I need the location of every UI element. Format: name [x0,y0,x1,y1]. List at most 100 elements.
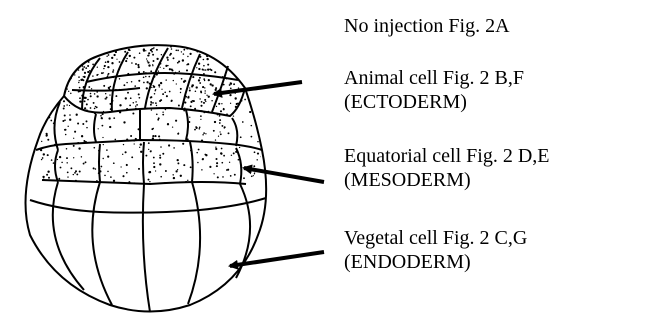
stipple-dot [53,162,55,164]
stipple-dot [110,176,112,178]
stipple-dot [62,86,64,88]
stipple-dot [81,156,82,157]
stipple-dot [184,102,186,104]
stipple-dot [108,54,110,56]
stipple-dot [113,180,115,182]
stipple-dot [42,157,44,159]
stipple-dot [172,174,173,175]
stipple-dot [198,79,200,81]
stipple-dot [46,135,47,136]
stipple-dot [200,119,201,120]
stipple-dot [203,65,205,67]
label-no-injection: No injection Fig. 2A [344,15,510,37]
stipple-dot [228,112,230,114]
stipple-dot [37,93,38,94]
stipple-dot [101,72,103,74]
stipple-dot [132,112,134,114]
stipple-dot [75,170,77,172]
stipple-dot [257,153,259,155]
stipple-dot [187,56,188,57]
stipple-dot [215,115,217,117]
stipple-dot [160,113,161,114]
stipple-dot [128,107,130,109]
stipple-dot [58,98,60,100]
stipple-dot [207,68,209,70]
stipple-dot [104,65,106,67]
stipple-dot [167,123,169,125]
stipple-dot [86,44,88,46]
stipple-dot [165,65,167,67]
stipple-dot [98,128,99,129]
stipple-dot [148,64,150,66]
stipple-dot [165,170,167,172]
stipple-dot [227,169,229,171]
stipple-dot [160,146,162,148]
stipple-dot [234,71,236,73]
stipple-dot [103,72,104,73]
stipple-dot [46,133,48,135]
stipple-dot [122,175,124,177]
stipple-dot [138,66,140,68]
stipple-dot [242,49,244,51]
stipple-dot [148,76,150,78]
stipple-dot [111,43,112,44]
stipple-dot [114,43,116,45]
stipple-dot [149,171,151,173]
stipple-dot [147,62,149,64]
stipple-dot [158,135,160,137]
stipple-dot [180,92,181,93]
stipple-dot [183,53,184,54]
stipple-dot [178,60,180,62]
stipple-dot [229,51,231,53]
stipple-dot [223,155,225,157]
stipple-dot [198,183,199,184]
stipple-dot [256,120,258,122]
stipple-dot [219,122,221,124]
stipple-dot [237,66,239,68]
stipple-dot [160,67,161,68]
stipple-dot [161,54,162,55]
stipple-dot [35,171,37,173]
stipple-dot [63,105,65,107]
stipple-dot [139,97,141,99]
stipple-dot [196,86,198,88]
stipple-dot [150,150,152,152]
stipple-dot [111,62,113,64]
stipple-dot [72,62,74,64]
stipple-dot [173,57,175,59]
stipple-dot [237,65,239,67]
stipple-dot [159,154,161,156]
stipple-dot [216,162,218,164]
stipple-dot [70,112,72,114]
stipple-dot [228,63,229,64]
stipple-dot [84,52,85,53]
label-vegetal-cell: Vegetal cell Fig. 2 C,G [344,227,527,249]
stipple-dot [65,129,67,131]
stipple-dot [86,103,88,105]
label-animal-cell: Animal cell Fig. 2 B,F [344,67,524,89]
stipple-dot [83,76,84,77]
stipple-dot [246,106,248,108]
stipple-dot [169,54,171,56]
stipple-dot [123,45,124,46]
stipple-dot [190,105,192,107]
stipple-dot [230,87,232,89]
stipple-dot [75,43,77,45]
stipple-dot [69,105,70,106]
stipple-dot [96,47,97,48]
stipple-dot [210,83,212,85]
stipple-dot [209,88,211,90]
stipple-dot [176,90,177,91]
stipple-dot [62,89,63,90]
stipple-dot [204,93,205,94]
stipple-dot [190,101,192,103]
stipple-dot [198,149,200,151]
stipple-dot [156,100,158,102]
stipple-dot [81,55,82,56]
stipple-dot [200,91,202,93]
stipple-dot [158,70,159,71]
stipple-dot [230,103,231,104]
stipple-dot [156,105,157,106]
stipple-dot [74,131,76,133]
stipple-dot [242,107,243,108]
